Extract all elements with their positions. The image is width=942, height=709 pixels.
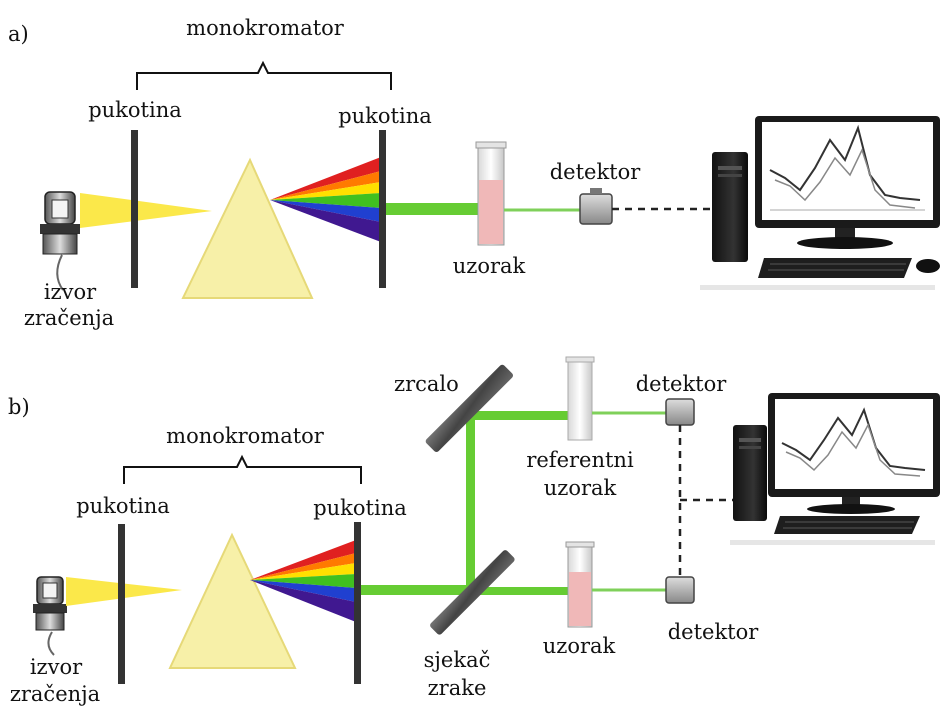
slit-right-b — [354, 522, 361, 684]
source-label-line1-b: izvor — [29, 655, 83, 679]
computer-icon-b — [730, 393, 940, 545]
monochromator-label-b: monokromator — [166, 424, 324, 448]
prism-b — [168, 532, 297, 669]
monochromator-bracket-a — [136, 60, 392, 90]
slit-left-label-b: pukotina — [76, 494, 170, 518]
detector-icon-a — [579, 188, 613, 225]
mirror-label: zrcalo — [394, 372, 459, 396]
monochromator-label-a: monokromator — [186, 16, 344, 40]
spectrum-fan-b — [250, 540, 356, 622]
reference-label-line1: referentni — [526, 448, 634, 472]
slit-right-a — [379, 130, 386, 288]
detector-label-top: detektor — [635, 372, 727, 396]
slit-left-b — [118, 524, 125, 684]
slit-left-label-a: pukotina — [88, 98, 182, 122]
source-label-line2-b: zračenja — [9, 682, 101, 706]
beam-to-sample-a — [386, 203, 478, 215]
reference-cuvette — [565, 356, 595, 441]
signal-cables-b — [678, 425, 735, 577]
source-label-line1-a: izvor — [43, 280, 97, 304]
slit-right-label-b: pukotina — [313, 496, 407, 520]
slit-right-label-a: pukotina — [338, 104, 432, 128]
light-source-icon — [33, 576, 67, 656]
beam-to-splitter — [361, 585, 471, 595]
splitter-label-line2: zrake — [427, 676, 487, 700]
detector-icon-bottom — [665, 576, 695, 604]
mirror-icon — [425, 364, 514, 453]
sample-label-b: uzorak — [542, 634, 616, 658]
detector-icon-top — [665, 398, 695, 426]
monochromator-bracket-b — [123, 454, 362, 484]
source-label-line2-a: zračenja — [23, 306, 115, 330]
panel-b — [33, 356, 940, 684]
prism-a — [181, 157, 314, 299]
sample-label-a: uzorak — [452, 254, 526, 278]
sample-cuvette-b — [565, 541, 595, 628]
panel-a-tag: a) — [8, 22, 29, 46]
panel-a — [40, 60, 940, 299]
spectrum-fan-a — [270, 157, 381, 242]
light-source-icon — [40, 191, 80, 291]
beam-splitter-icon — [430, 550, 515, 635]
slit-left-a — [131, 130, 138, 288]
beam-up-to-mirror — [466, 411, 475, 595]
splitter-label-line1: sjekač — [423, 648, 491, 672]
sample-cuvette-a — [475, 141, 507, 246]
reference-label-line2: uzorak — [543, 476, 617, 500]
detector-label-a: detektor — [549, 160, 641, 184]
panel-b-tag: b) — [8, 395, 30, 419]
detector-label-bottom: detektor — [667, 620, 759, 644]
source-beam — [80, 193, 212, 228]
computer-icon-a — [700, 116, 940, 290]
beam-to-sample-b — [471, 587, 568, 595]
beam-to-reference — [466, 411, 568, 420]
